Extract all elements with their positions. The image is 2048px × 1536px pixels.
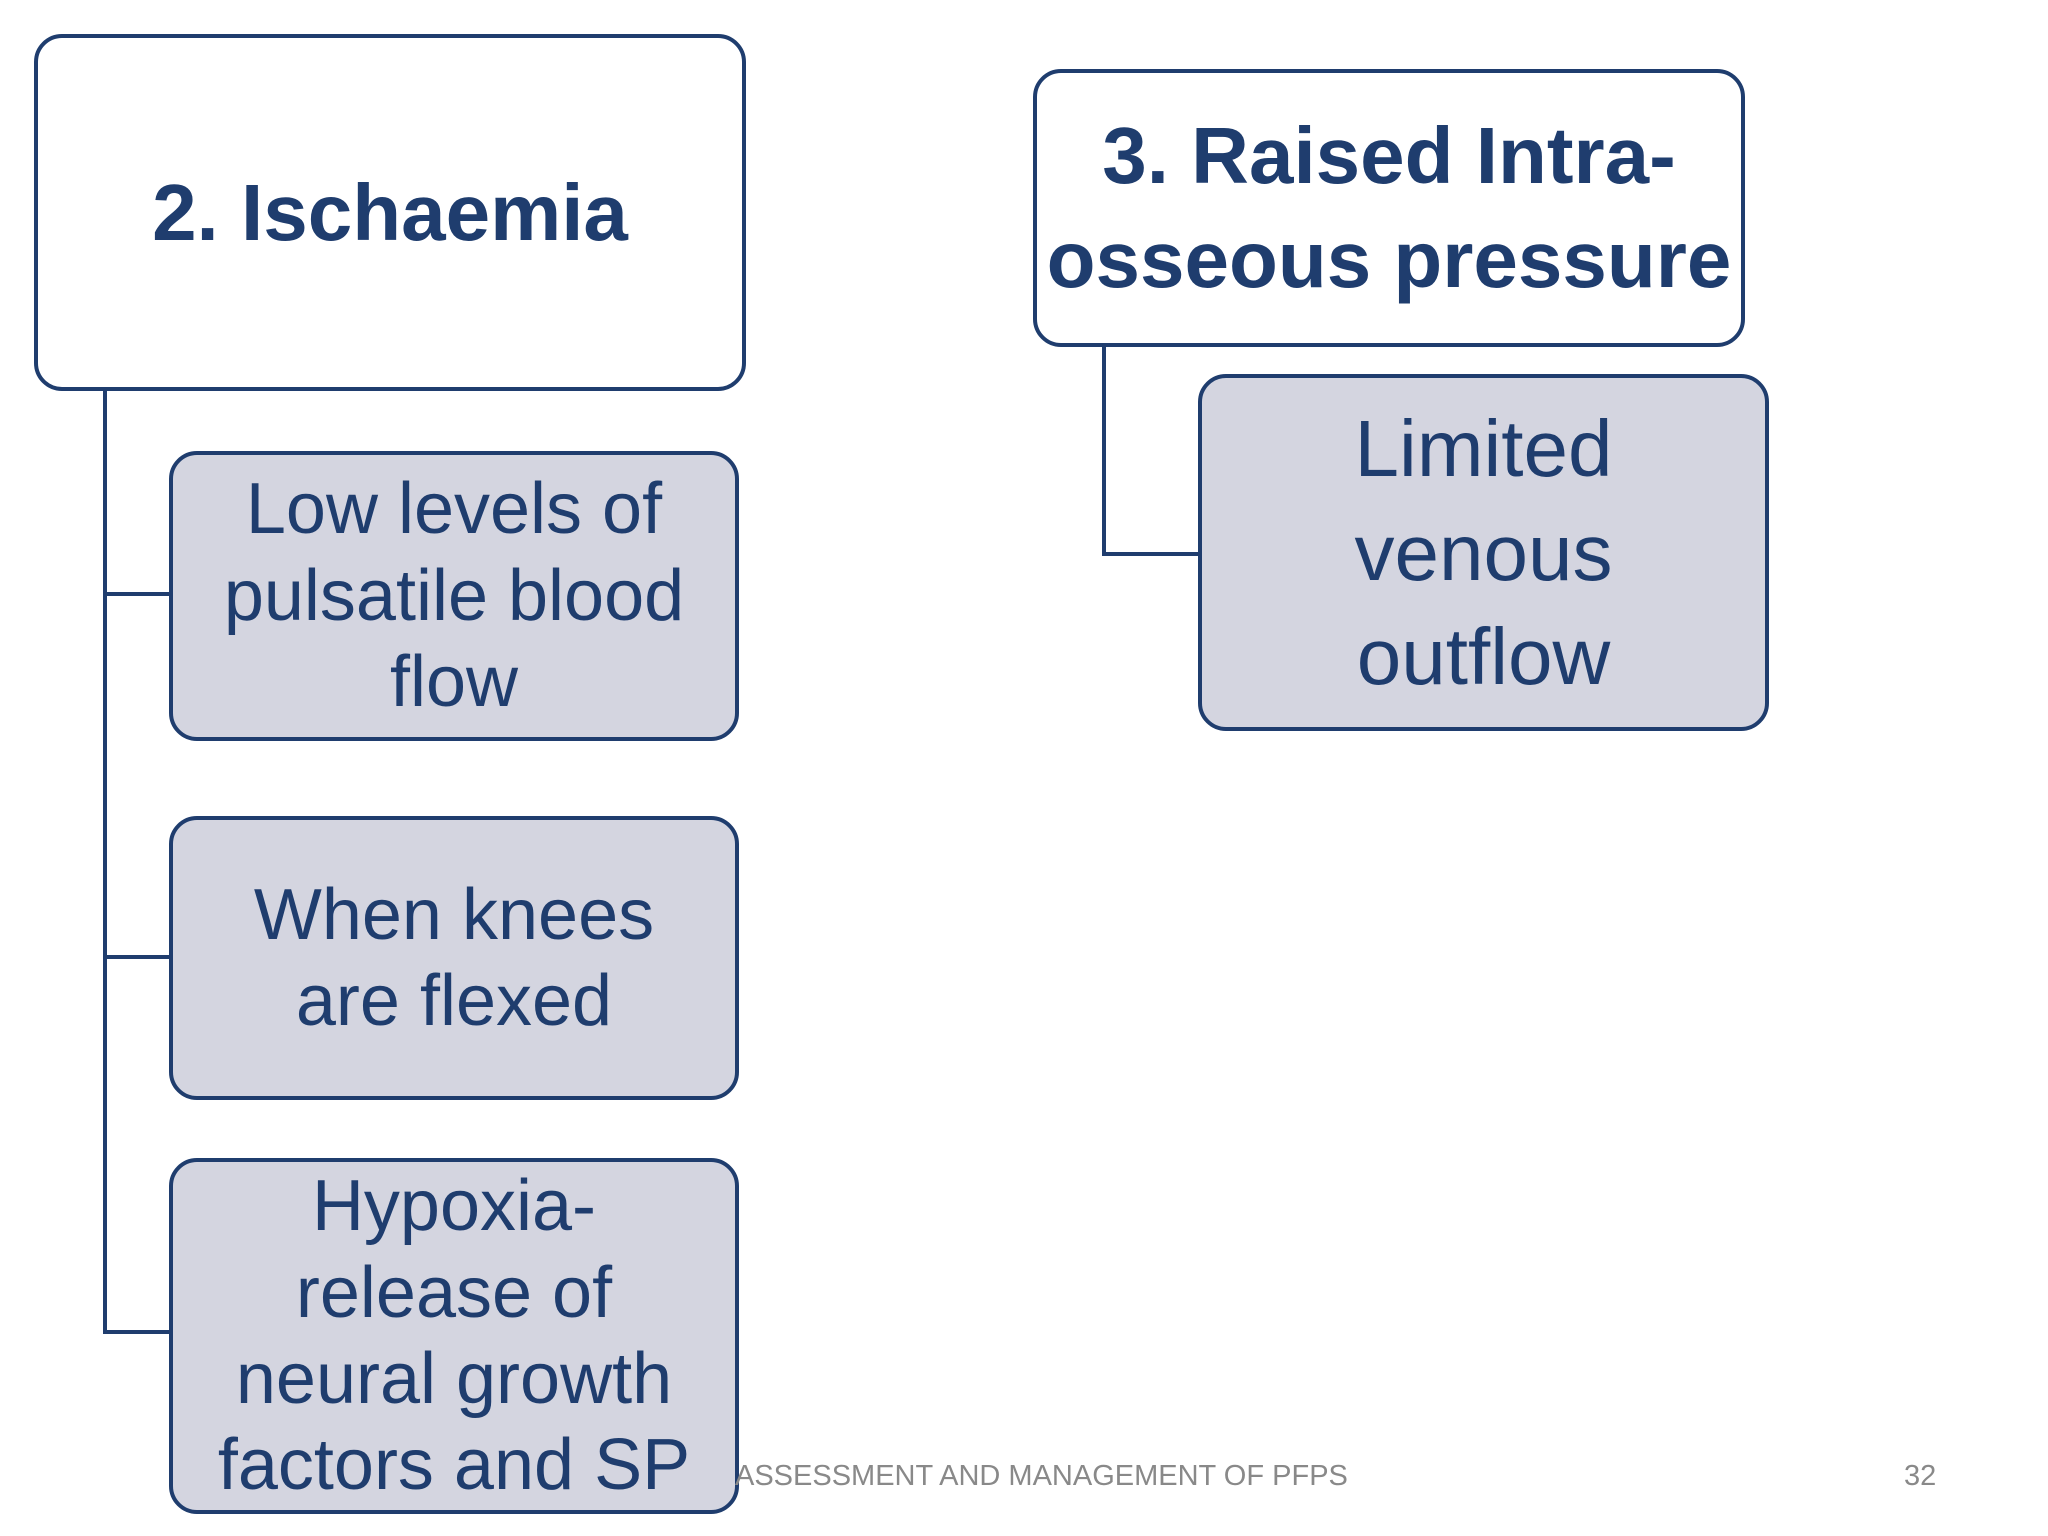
intraosseous-pressure-header-box: 3. Raised Intra- osseous pressure [1033, 69, 1745, 347]
ischaemia-header-text: 2. Ischaemia [152, 167, 628, 257]
connector-left-branch-3 [103, 1330, 169, 1334]
child-text-hypoxia: Hypoxia- release of neural growth factor… [217, 1166, 691, 1506]
child-box-pulsatile-blood-flow: Low levels of pulsatile blood flow [169, 451, 739, 741]
child-box-venous-outflow: Limited venous outflow [1198, 374, 1769, 731]
child-box-knees-flexed: When knees are flexed [169, 816, 739, 1100]
child-text-knees-flexed: When knees are flexed [253, 874, 655, 1041]
child-text-pulsatile-blood-flow: Low levels of pulsatile blood flow [223, 469, 685, 723]
ischaemia-header-box: 2. Ischaemia [34, 34, 746, 391]
connector-right-vertical [1102, 345, 1106, 556]
connector-left-branch-2 [103, 955, 169, 959]
footer-title: ASSESSMENT AND MANAGEMENT OF PFPS [735, 1460, 1348, 1492]
footer-page-number: 32 [1904, 1460, 1937, 1492]
connector-right-branch-1 [1102, 552, 1198, 556]
child-text-venous-outflow: Limited venous outflow [1354, 403, 1613, 701]
connector-left-branch-1 [103, 592, 169, 596]
child-box-hypoxia: Hypoxia- release of neural growth factor… [169, 1158, 739, 1514]
intraosseous-pressure-header-text: 3. Raised Intra- osseous pressure [1046, 111, 1732, 304]
connector-left-vertical [103, 389, 107, 1334]
